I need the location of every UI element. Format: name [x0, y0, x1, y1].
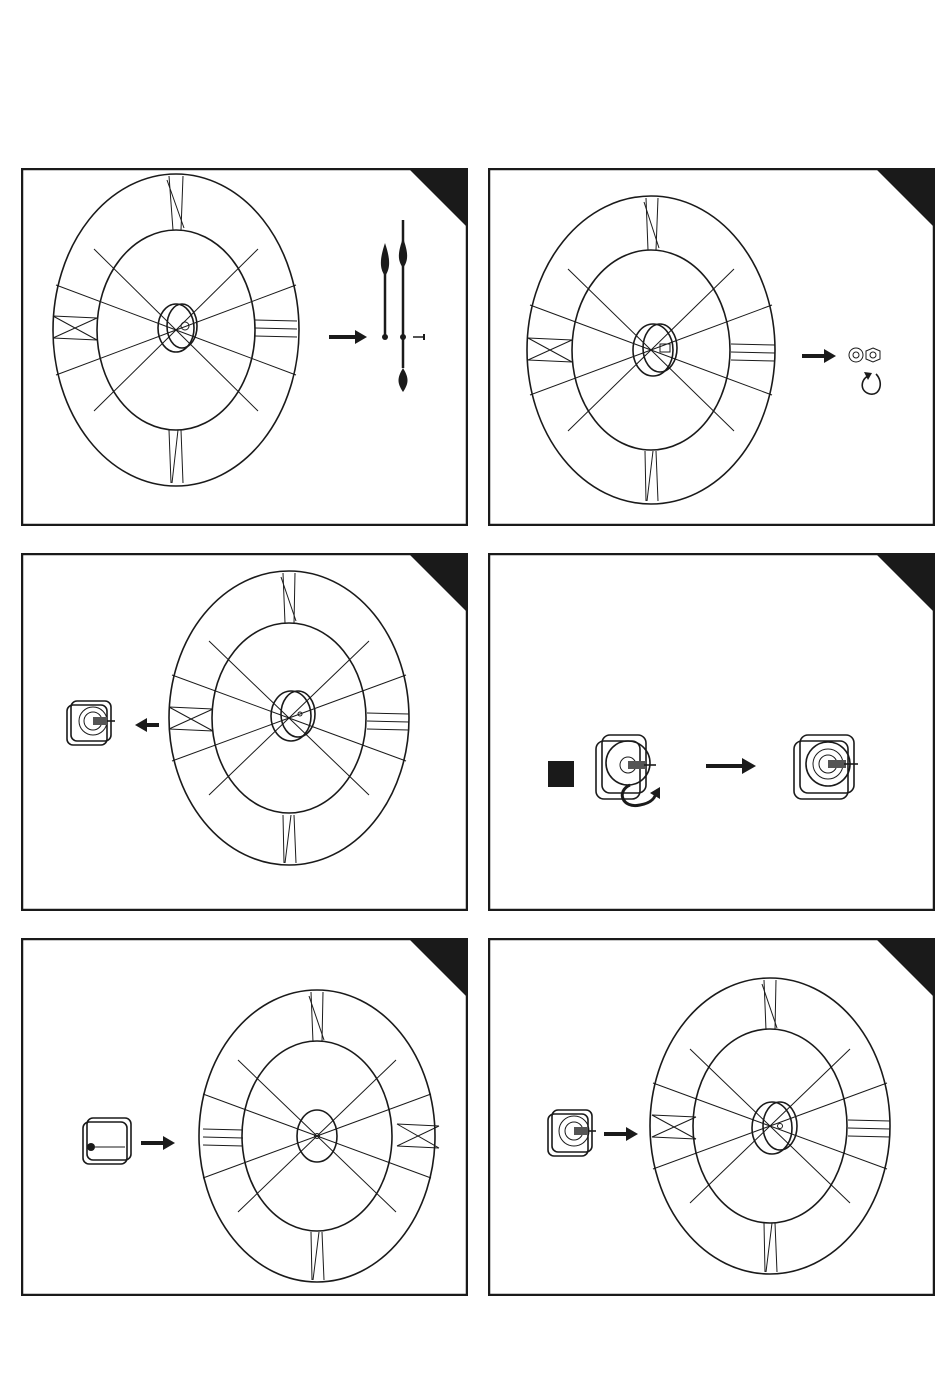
- step-6-panel: [488, 938, 935, 1296]
- step-3-panel: [21, 553, 468, 911]
- step-4-panel: [488, 553, 935, 911]
- step-1-illustration: [21, 168, 468, 526]
- step-1-panel: [21, 168, 468, 526]
- step-marker-square: [548, 761, 574, 787]
- step-4-illustration: [488, 553, 935, 911]
- step-2-illustration: [488, 168, 935, 526]
- step-6-illustration: [488, 938, 935, 1296]
- step-5-panel: [21, 938, 468, 1296]
- step-3-illustration: [21, 553, 468, 911]
- step-2-panel: [488, 168, 935, 526]
- step-5-illustration: [21, 938, 468, 1296]
